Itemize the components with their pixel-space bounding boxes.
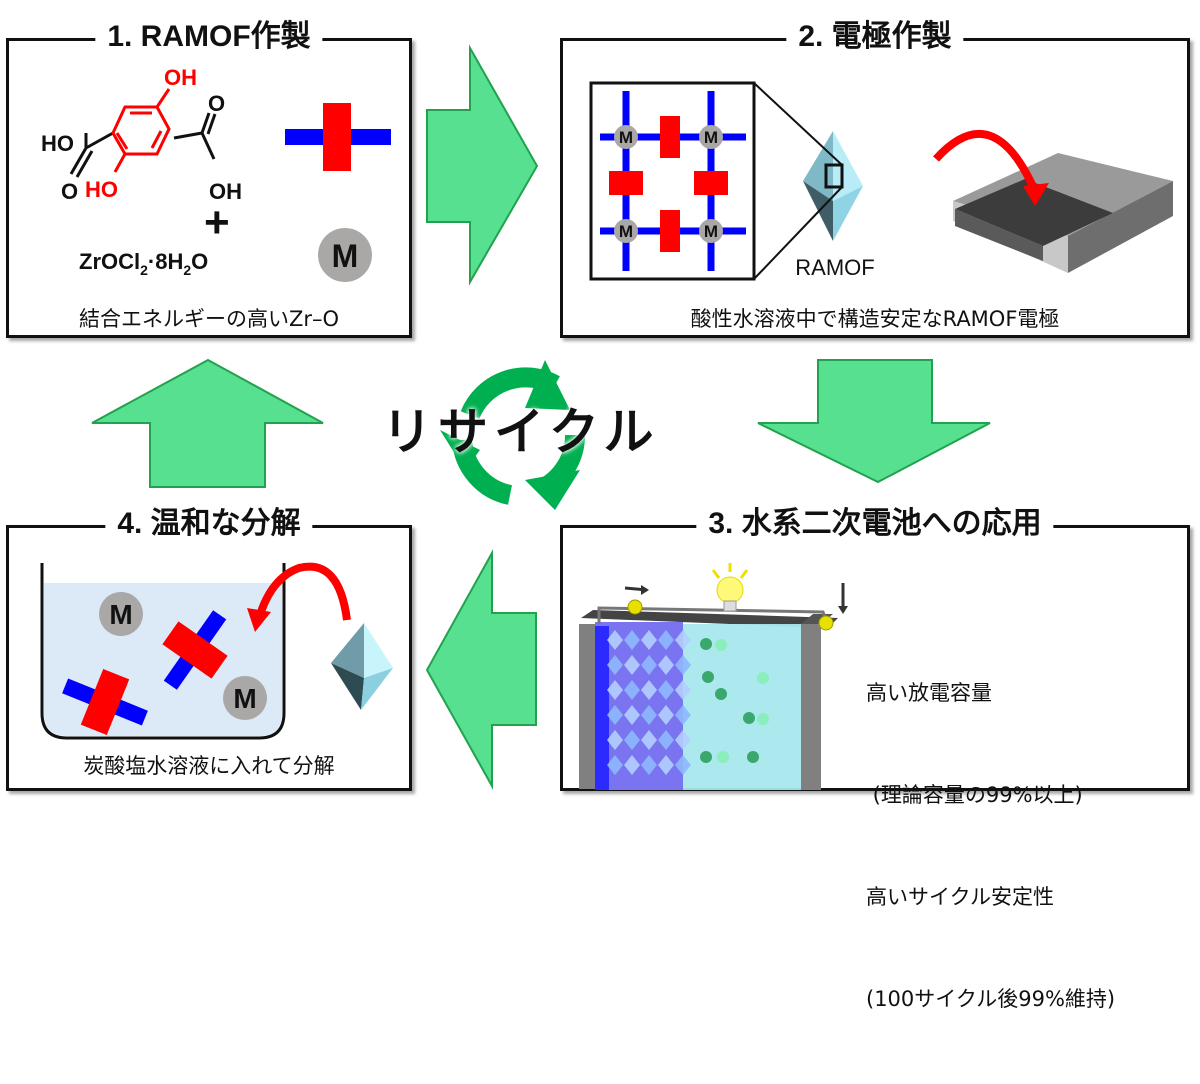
plus-sign: + (204, 198, 230, 247)
metal-salt-formula: ZrOCl2·8H2O (79, 249, 208, 278)
electrode-crystal (641, 680, 657, 700)
electrode-crystal (675, 655, 691, 675)
lightbulb-icon (711, 563, 749, 612)
electrode-crystal (641, 755, 657, 775)
step1-title: 1. RAMOF作製 (95, 17, 323, 57)
electrode-crystal (658, 705, 674, 725)
electrode-crystal (658, 680, 674, 700)
ligand-o-right-label: O (208, 91, 225, 116)
ligand-oh-right-label: OH (209, 179, 242, 204)
electrode-crystal (675, 630, 691, 650)
electrode-crystal (624, 630, 640, 650)
electrode-icon (953, 153, 1173, 273)
electrode-crystal (607, 655, 623, 675)
grid-linker (609, 171, 643, 195)
electrode-crystal (675, 730, 691, 750)
mof-crystals (607, 630, 691, 775)
electrode-crystal (658, 730, 674, 750)
electrode-crystal (607, 705, 623, 725)
crystal-icon (331, 623, 393, 710)
electrode-crystal (624, 755, 640, 775)
step4-caption: 炭酸塩水溶液に入れて分解 (83, 754, 335, 778)
electrode-crystal (658, 655, 674, 675)
step2-caption: 酸性水溶液中で構造安定なRAMOF電極 (690, 307, 1060, 331)
step1-caption: 結合エネルギーの高いZr–O (78, 307, 340, 331)
electrode-crystal (675, 705, 691, 725)
arrow-step1-to-step2 (426, 44, 539, 286)
ramof-label: RAMOF (795, 255, 874, 280)
arrow-step3-to-step4 (425, 549, 537, 790)
step2-title: 2. 電極作製 (786, 17, 964, 57)
property-line: (100サイクル後99%維持) (866, 987, 1116, 1011)
electrode-crystal (607, 730, 623, 750)
electrode-crystal (641, 630, 657, 650)
grid-metal-label: M (704, 222, 718, 241)
arrow-step4-to-step1 (91, 358, 324, 488)
ligand-ho-bottom-label: HO (85, 177, 118, 202)
grid-linker (660, 116, 680, 158)
electron-icon (818, 615, 834, 631)
beaker-icon (40, 563, 286, 740)
arrow-step2-to-step3 (757, 359, 991, 484)
electrode-crystal (607, 630, 623, 650)
property-line: 高いサイクル安定性 (866, 885, 1054, 909)
ligand-structure: HO OH O O OH HO + M ZrOCl2·8H2O (41, 65, 391, 282)
step4-title: 4. 温和な分解 (105, 504, 313, 544)
free-metal-label: M (233, 683, 256, 714)
step2-panel: 2. 電極作製 M M M M (560, 17, 1190, 338)
grid-metal-label: M (619, 128, 633, 147)
metal-node-icon (318, 228, 372, 282)
linker-symbol-red (323, 103, 351, 171)
electrode-crystal (624, 655, 640, 675)
grid-metal-node (614, 125, 638, 149)
dissolve-arrow (255, 562, 351, 621)
ligand-ho-label: HO (41, 131, 74, 156)
grid-metal-node (699, 219, 723, 243)
ligand-oh-top-label: OH (164, 65, 197, 90)
grid-linker (660, 210, 680, 252)
step3-title: 3. 水系二次電池への応用 (696, 504, 1054, 544)
electrode-crystal (624, 705, 640, 725)
grid-metal-node (699, 125, 723, 149)
electrode-crystal (675, 680, 691, 700)
battery-diagram (579, 563, 848, 790)
property-line: 高い放電容量 (866, 681, 992, 705)
decomposition-diagram: M M (40, 562, 393, 740)
electrode-crystal (641, 705, 657, 725)
electrode-crystal (641, 655, 657, 675)
grid-linker (694, 171, 728, 195)
electrode-crystal (624, 730, 640, 750)
electrode-crystal (675, 755, 691, 775)
grid-metal-node (614, 219, 638, 243)
ions (700, 638, 769, 763)
step4-panel: 4. 温和な分解 M M 炭酸塩水溶液に入れて分解 (6, 504, 412, 791)
grid-metal-label: M (619, 222, 633, 241)
electrode-crystal (641, 730, 657, 750)
electrode-crystal (624, 680, 640, 700)
electrode-crystal (607, 755, 623, 775)
grid-metal-label: M (704, 128, 718, 147)
electrode-crystal (607, 680, 623, 700)
free-metal-label: M (109, 599, 132, 630)
ligand-o-left-label: O (61, 179, 78, 204)
electrode-crystal (658, 630, 674, 650)
recycle-label: リサイクル (382, 403, 660, 461)
transfer-arrow (933, 129, 1039, 193)
step1-panel: 1. RAMOF作製 HO OH O O OH HO + (6, 17, 412, 338)
electrode-crystal (658, 755, 674, 775)
electron-icon (627, 599, 643, 615)
mof-grid-diagram: M M M M RAMOF (589, 81, 1173, 281)
metal-node-label: M (332, 238, 359, 274)
flow-arrow-right (91, 44, 991, 790)
